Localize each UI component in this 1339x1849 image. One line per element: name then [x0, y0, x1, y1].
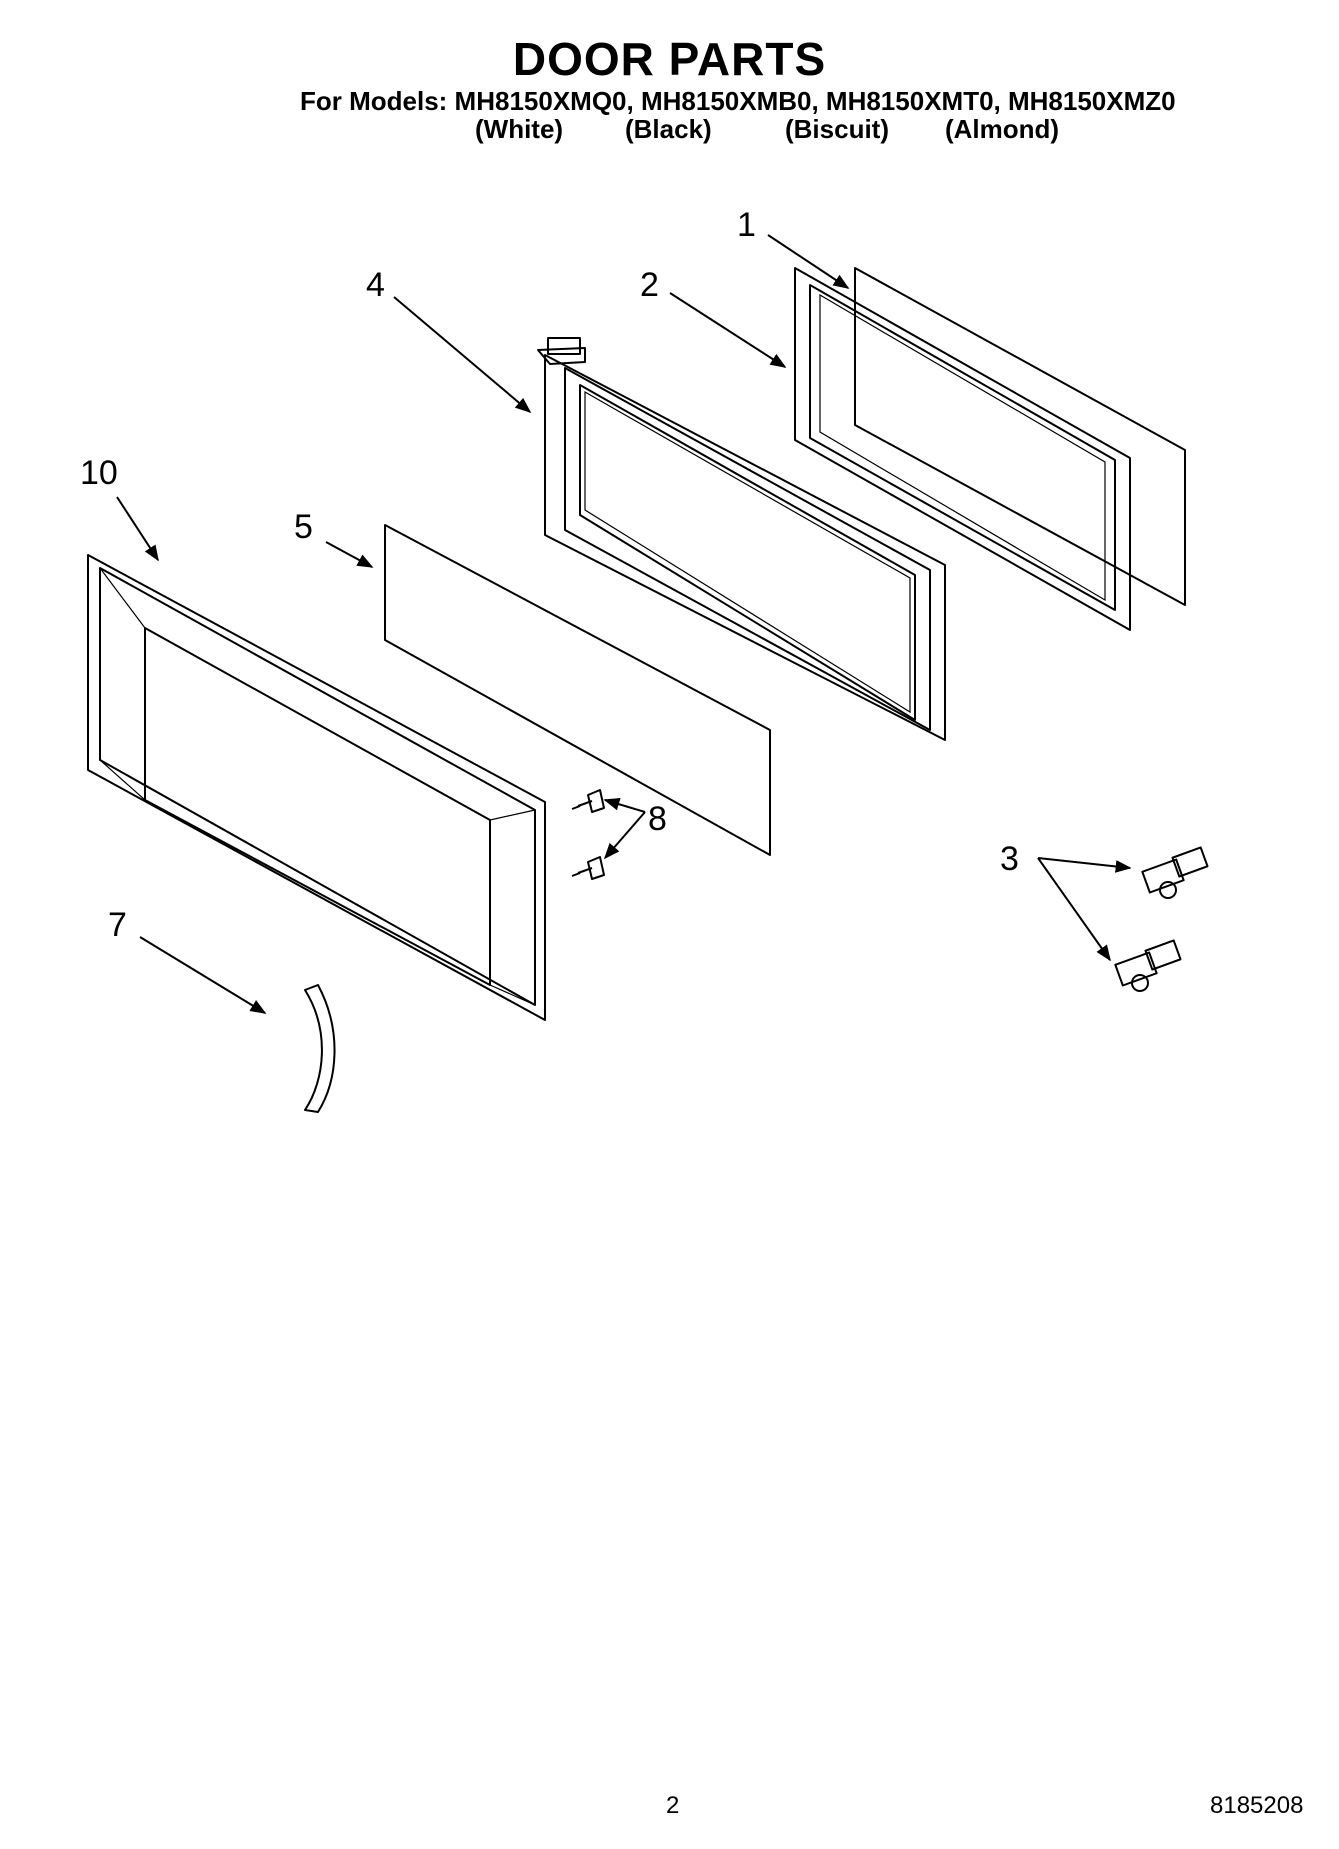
page-number: 2	[666, 1792, 680, 1819]
callout-5: 5	[294, 508, 313, 546]
part-10-outer-frame	[87, 554, 546, 1021]
callout-1: 1	[737, 206, 756, 244]
color-almond: (Almond)	[945, 114, 1060, 144]
part-7-handle	[304, 984, 336, 1113]
callout-8: 8	[648, 800, 667, 838]
color-biscuit: (Biscuit)	[785, 114, 889, 144]
callout-7: 7	[108, 906, 127, 944]
document-number: 8185208	[1210, 1792, 1304, 1819]
page-title: DOOR PARTS	[512, 33, 827, 85]
part-4-inner-door	[537, 337, 946, 741]
callout-2: 2	[640, 266, 659, 304]
callout-3: 3	[1000, 840, 1019, 878]
part-2-frame	[794, 267, 1131, 631]
part-8-screws	[571, 789, 605, 880]
part-5-glass	[384, 524, 771, 856]
part-3-latches	[1114, 846, 1209, 992]
color-white: (White)	[475, 114, 564, 144]
callout-numbers: 1 2 3 4 5 7 8 10	[80, 206, 1019, 944]
color-black: (Black)	[625, 114, 712, 144]
models-line: For Models: MH8150XMQ0, MH8150XMB0, MH81…	[300, 86, 1176, 116]
part-1-panel	[854, 267, 1186, 606]
callout-4: 4	[366, 266, 385, 304]
leader-lines	[116, 234, 1132, 1014]
callout-10: 10	[80, 454, 118, 492]
